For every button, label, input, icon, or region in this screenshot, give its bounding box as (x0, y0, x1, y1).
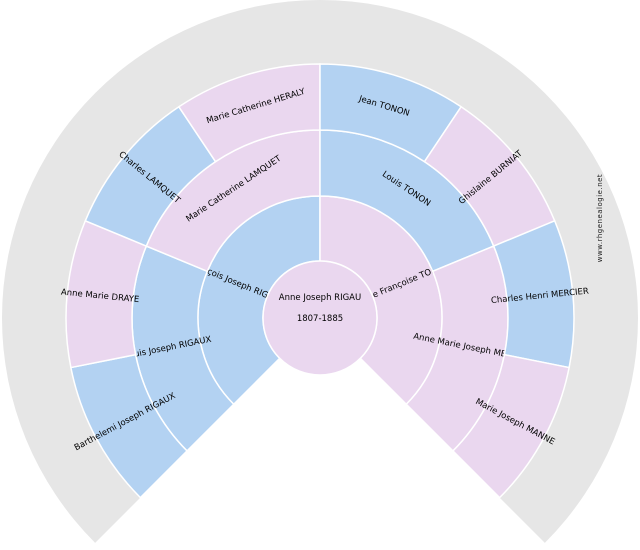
ancestor-segment-marie-joseph-manne[interactable] (451, 353, 571, 499)
root-person-circle[interactable] (262, 260, 378, 376)
site-watermark: www.rhgenealogie.net (596, 173, 604, 263)
root-person-name: Anne Joseph RIGAU (279, 293, 361, 303)
root-person-dates: 1807-1885 (297, 314, 343, 324)
